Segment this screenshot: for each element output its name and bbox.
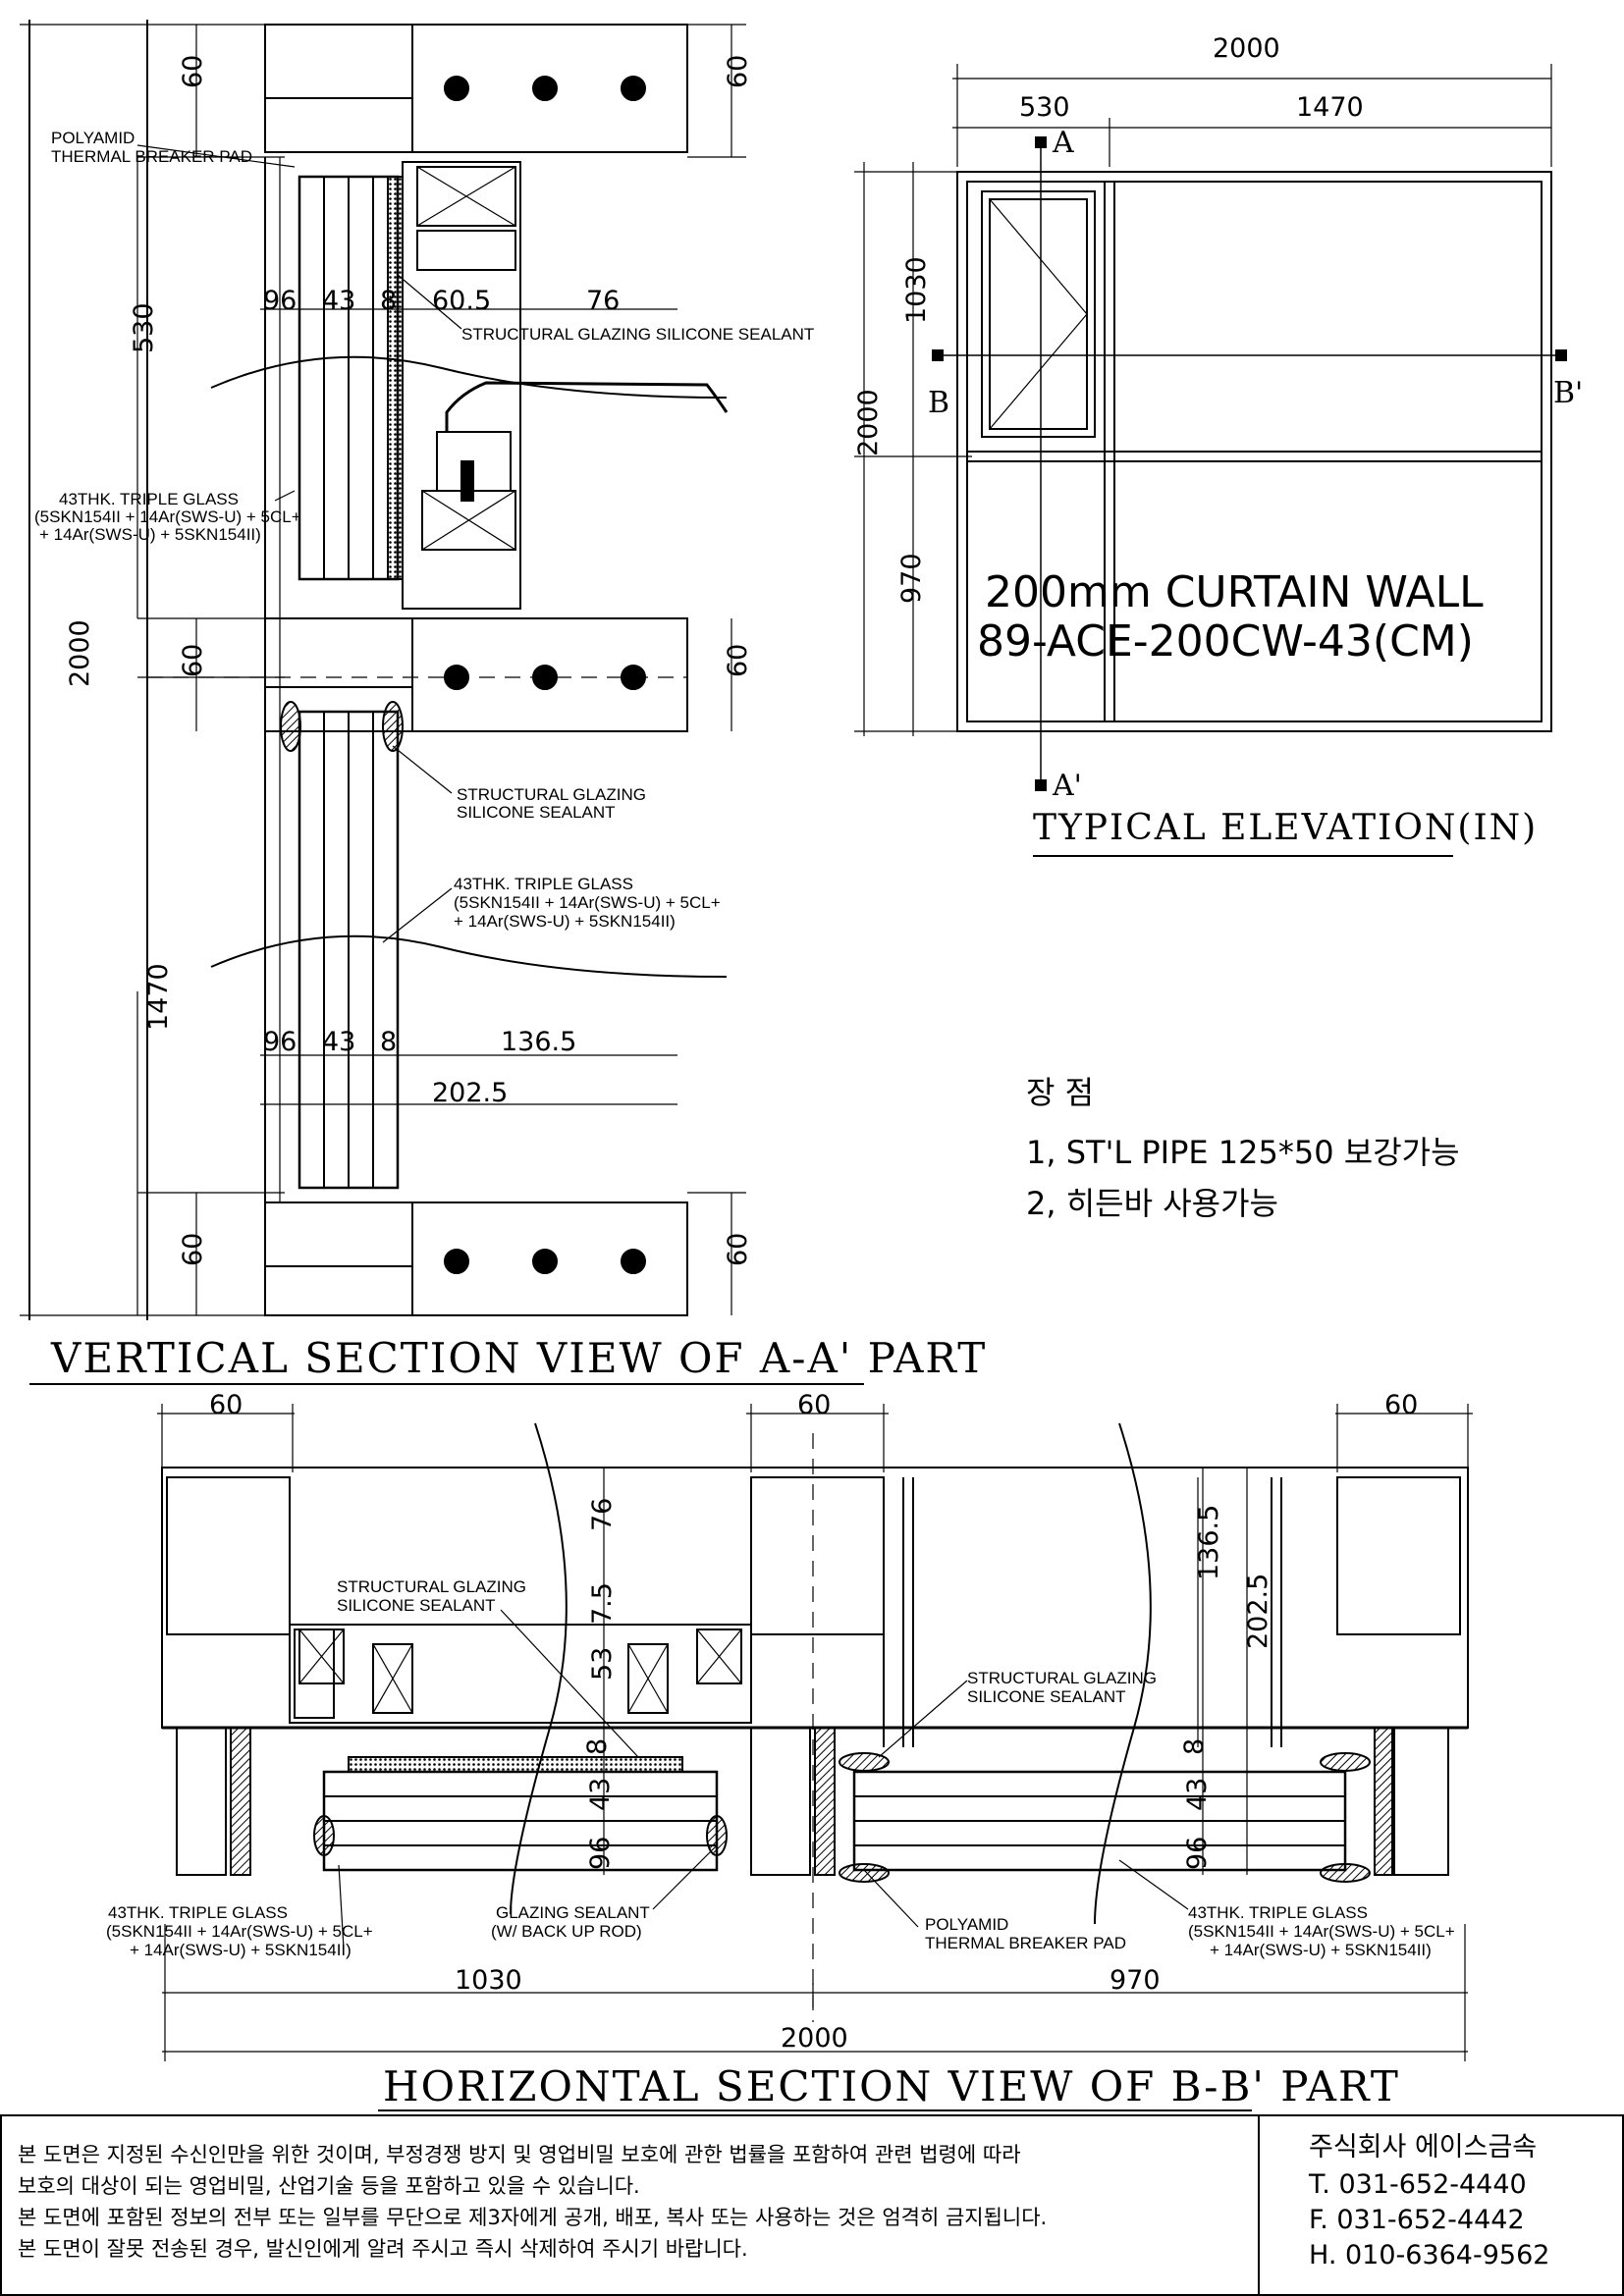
section-mark-a-prime: A' [1052, 769, 1082, 803]
elev-dim-2000-vertical: 2000 [853, 389, 884, 456]
company-name: 주식회사 에이스금속 [1309, 2132, 1537, 2163]
vertical-section-labels: 60 60 530 2000 1470 60 60 60 60 96 43 8 … [29, 55, 987, 1385]
elev-dim-1030: 1030 [901, 256, 932, 324]
note-polyamid-line1: POLYAMID [51, 129, 135, 147]
disclaimer-line-2: 보호의 대상이 되는 영업비밀, 산업기술 등을 포함하고 있을 수 있습니다. [18, 2174, 640, 2198]
h-note-glazing-line2: (W/ BACK UP ROD) [491, 1922, 642, 1941]
note-glass-upper-line1: 43THK. TRIPLE GLASS [59, 490, 239, 508]
company-hp: H. 010-6364-9562 [1309, 2240, 1549, 2270]
dim-upper-76: 76 [586, 286, 620, 316]
note-glass-upper-line3: + 14Ar(SWS-U) + 5SKN154II) [39, 525, 261, 544]
vertical-section-title: VERTICAL SECTION VIEW OF A-A' PART [50, 1334, 987, 1382]
h-dim-43: 43 [585, 1778, 616, 1811]
dim-mid-60-right: 60 [723, 644, 753, 677]
h-dim-60-right: 60 [1384, 1390, 1418, 1420]
h-dim-right-96: 96 [1182, 1837, 1213, 1870]
h-dim-202-5: 202.5 [1243, 1574, 1273, 1649]
elev-dim-970: 970 [896, 553, 927, 604]
dim-top-60-right: 60 [723, 55, 753, 88]
dim-upper-43: 43 [322, 286, 355, 316]
dim-2000-vertical: 2000 [65, 619, 95, 687]
dim-bot-60-left: 60 [178, 1233, 208, 1266]
typical-elevation-labels: 2000 530 1470 1030 2000 970 A A' B B' 20… [853, 33, 1583, 857]
section-mark-b-prime: B' [1553, 376, 1583, 410]
h-dim-53: 53 [587, 1647, 618, 1681]
vertical-section-view [20, 20, 746, 1320]
h-dim-970: 970 [1110, 1965, 1161, 1996]
horizontal-section-title: HORIZONTAL SECTION VIEW OF B-B' PART [383, 2062, 1400, 2110]
note-sg-sealant-top: STRUCTURAL GLAZING SILICONE SEALANT [461, 325, 814, 344]
typical-elevation-view [854, 64, 1567, 791]
h-dim-8: 8 [582, 1738, 613, 1755]
dim-lower-96: 96 [263, 1027, 297, 1057]
elev-dim-530: 530 [1019, 92, 1070, 123]
dim-lower-43: 43 [322, 1027, 355, 1057]
advantage-item-2: 2, 히든바 사용가능 [1026, 1185, 1278, 1222]
horizontal-section-view [157, 1404, 1473, 2061]
section-mark-b: B [928, 386, 949, 420]
h-dim-right-43: 43 [1182, 1778, 1213, 1811]
dim-upper-8: 8 [380, 286, 397, 316]
h-dim-1030: 1030 [455, 1965, 522, 1996]
dim-lower-202-5: 202.5 [432, 1078, 508, 1108]
section-mark-a: A [1052, 126, 1074, 160]
disclaimer-line-3: 본 도면에 포함된 정보의 전부 또는 일부를 무단으로 제3자에게 공개, 배… [18, 2206, 1047, 2229]
h-dim-76: 76 [587, 1498, 618, 1531]
note-glass-lower-line3: + 14Ar(SWS-U) + 5SKN154II) [454, 912, 676, 931]
h-note-polyamid-line1: POLYAMID [925, 1915, 1008, 1934]
disclaimer-line-4: 본 도면이 잘못 전송된 경우, 발신인에게 알려 주시고 즉시 삭제하여 주시… [18, 2237, 748, 2261]
advantage-item-1: 1, ST'L PIPE 125*50 보강가능 [1026, 1134, 1460, 1171]
h-dim-136-5: 136.5 [1194, 1505, 1224, 1580]
note-glass-upper-line2: (5SKN154II + 14Ar(SWS-U) + 5CL+ [34, 507, 301, 526]
company-tel: T. 031-652-4440 [1308, 2169, 1527, 2200]
company-fax: F. 031-652-4442 [1309, 2205, 1525, 2235]
h-dim-right-8: 8 [1179, 1738, 1210, 1755]
dim-upper-96: 96 [263, 286, 297, 316]
title-block: 본 도면은 지정된 수신인만을 위한 것이며, 부정경쟁 방지 및 영업비밀 보… [0, 2114, 1624, 2296]
h-note-glazing-line1: GLAZING SEALANT [496, 1903, 650, 1922]
dim-lower-8: 8 [380, 1027, 397, 1057]
h-note-sg-right-line1: STRUCTURAL GLAZING [967, 1669, 1157, 1687]
product-name: 200mm CURTAIN WALL [985, 567, 1484, 617]
h-note-sg-left-line1: STRUCTURAL GLAZING [337, 1577, 526, 1596]
h-dim-60-left: 60 [209, 1390, 243, 1420]
elev-dim-1470: 1470 [1296, 92, 1364, 123]
horizontal-section-labels: 60 60 60 76 7.5 53 8 43 96 136.5 202.5 8… [106, 1390, 1455, 2111]
dim-top-60-left: 60 [178, 55, 208, 88]
note-glass-lower-line1: 43THK. TRIPLE GLASS [454, 875, 633, 893]
h-dim-7-5: 7.5 [587, 1582, 618, 1625]
dim-1470: 1470 [143, 963, 174, 1031]
dim-mid-60-left: 60 [178, 644, 208, 677]
elev-dim-2000: 2000 [1213, 33, 1280, 64]
h-note-glass-left-line2: (5SKN154II + 14Ar(SWS-U) + 5CL+ [106, 1922, 373, 1941]
product-code: 89-ACE-200CW-43(CM) [977, 616, 1474, 667]
h-note-glass-left-line1: 43THK. TRIPLE GLASS [108, 1903, 288, 1922]
h-note-sg-left-line2: SILICONE SEALANT [337, 1596, 496, 1615]
note-polyamid-line2: THERMAL BREAKER PAD [51, 147, 252, 166]
advantages-block: 장 점 1, ST'L PIPE 125*50 보강가능 2, 히든바 사용가능 [1026, 1074, 1460, 1222]
h-note-polyamid-line2: THERMAL BREAKER PAD [925, 1934, 1126, 1952]
h-dim-60-mid: 60 [797, 1390, 831, 1420]
h-note-glass-left-line3: + 14Ar(SWS-U) + 5SKN154II) [130, 1941, 352, 1959]
h-note-sg-right-line2: SILICONE SEALANT [967, 1687, 1126, 1706]
disclaimer-line-1: 본 도면은 지정된 수신인만을 위한 것이며, 부정경쟁 방지 및 영업비밀 보… [18, 2143, 1021, 2166]
h-note-glass-right-line1: 43THK. TRIPLE GLASS [1188, 1903, 1368, 1922]
elevation-title: TYPICAL ELEVATION(IN) [1033, 808, 1538, 848]
advantages-heading: 장 점 [1026, 1074, 1094, 1111]
dim-upper-60-5: 60.5 [432, 286, 491, 316]
dim-530: 530 [129, 302, 159, 353]
note-glass-lower-line2: (5SKN154II + 14Ar(SWS-U) + 5CL+ [454, 893, 721, 912]
h-dim-2000: 2000 [781, 2023, 848, 2054]
note-sg-mid-line2: SILICONE SEALANT [457, 803, 616, 822]
dim-lower-136-5: 136.5 [501, 1027, 576, 1057]
h-note-glass-right-line2: (5SKN154II + 14Ar(SWS-U) + 5CL+ [1188, 1922, 1455, 1941]
note-sg-mid-line1: STRUCTURAL GLAZING [457, 785, 646, 804]
dim-bot-60-right: 60 [723, 1233, 753, 1266]
h-dim-96: 96 [585, 1837, 616, 1870]
h-note-glass-right-line3: + 14Ar(SWS-U) + 5SKN154II) [1210, 1941, 1432, 1959]
